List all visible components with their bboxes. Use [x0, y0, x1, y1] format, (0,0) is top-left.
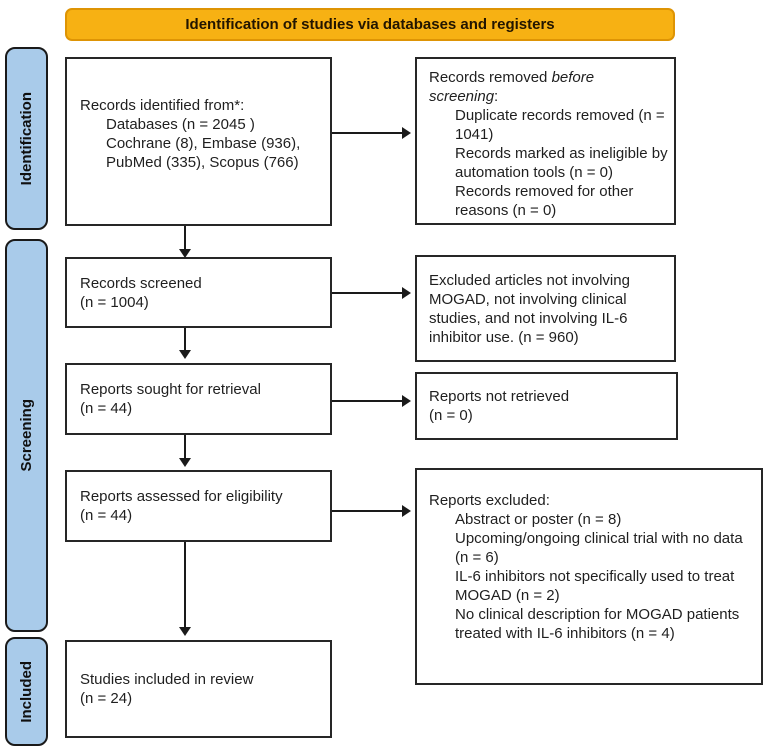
box-studies-included: Studies included in review (n = 24) [65, 640, 332, 738]
reports-excluded-item: Abstract or poster (n = 8) [455, 511, 622, 528]
records-identified-line: Databases (n = 2045 ) [106, 116, 255, 133]
reports-excluded-title: Reports excluded: [429, 492, 550, 509]
arrow-line [332, 400, 403, 402]
arrow-line [184, 435, 186, 459]
records-removed-title-italic: before [551, 69, 595, 86]
arrowhead-right-icon [402, 395, 411, 407]
arrowhead-down-icon [179, 249, 191, 258]
reports-excluded-item: Upcoming/ongoing clinical trial with no … [455, 530, 743, 566]
excluded-articles-text: Excluded articles not involving MOGAD, n… [429, 271, 630, 346]
records-screened-line1: Records screened [80, 274, 202, 292]
arrowhead-down-icon [179, 458, 191, 467]
arrow-line [332, 510, 403, 512]
box-records-removed: Records removed before screening: Duplica… [415, 57, 676, 225]
arrow-line [184, 226, 186, 250]
stage-identification: Identification [5, 47, 48, 230]
reports-not-retrieved-line1: Reports not retrieved [429, 388, 570, 405]
box-reports-not-retrieved: Reports not retrieved (n = 0) [415, 372, 678, 440]
reports-sought-line2: (n = 44) [80, 400, 133, 417]
box-reports-sought: Reports sought for retrieval (n = 44) [65, 363, 332, 435]
records-identified-line: PubMed (335), Scopus (766) [106, 154, 299, 171]
arrowhead-right-icon [402, 505, 411, 517]
reports-sought-line1: Reports sought for retrieval [80, 381, 261, 398]
arrowhead-right-icon [402, 287, 411, 299]
arrow-line [184, 328, 186, 351]
records-screened-line2: (n = 1004) [80, 293, 149, 311]
stage-screening: Screening [5, 239, 48, 632]
stage-included-label: Included [18, 660, 35, 723]
records-removed-item: Duplicate records removed (n = 1041) [455, 107, 665, 143]
reports-excluded-item: IL-6 inhibitors not specifically used to… [455, 568, 735, 604]
banner-title: Identification of studies via databases … [65, 8, 675, 41]
box-records-screened: Records screened (n = 1004) [65, 257, 332, 328]
arrow-line [332, 132, 403, 134]
reports-assessed-line1: Reports assessed for eligibility [80, 488, 283, 505]
records-removed-title: Records removed before screening: [429, 68, 668, 106]
box-reports-excluded: Reports excluded: Abstract or poster (n … [415, 468, 763, 685]
arrowhead-down-icon [179, 627, 191, 636]
stage-screening-label: Screening [18, 399, 35, 472]
records-identified-line: Cochrane (8), Embase (936), [106, 135, 301, 152]
arrowhead-down-icon [179, 350, 191, 359]
arrow-line [184, 542, 186, 628]
stage-identification-label: Identification [18, 91, 35, 186]
studies-included-line2: (n = 24) [80, 690, 133, 707]
studies-included-line1: Studies included in review [80, 671, 254, 688]
reports-assessed-line2: (n = 44) [80, 507, 133, 524]
reports-excluded-item: No clinical description for MOGAD patien… [455, 606, 740, 642]
records-removed-item: Records marked as ineligible by automati… [455, 145, 668, 181]
box-records-identified: Records identified from*: Databases (n =… [65, 57, 332, 226]
arrowhead-right-icon [402, 127, 411, 139]
records-removed-item: Records removed for other reasons (n = 0… [455, 183, 634, 219]
stage-included: Included [5, 637, 48, 746]
reports-not-retrieved-line2: (n = 0) [429, 407, 473, 424]
records-removed-title-suffix: : [494, 88, 499, 105]
box-excluded-articles: Excluded articles not involving MOGAD, n… [415, 255, 676, 362]
records-removed-title-italic: screening [429, 88, 495, 105]
box-reports-assessed: Reports assessed for eligibility (n = 44… [65, 470, 332, 542]
records-identified-title: Records identified from*: [80, 97, 245, 114]
arrow-line [332, 292, 403, 294]
records-removed-title-regular: Records removed [429, 69, 552, 86]
